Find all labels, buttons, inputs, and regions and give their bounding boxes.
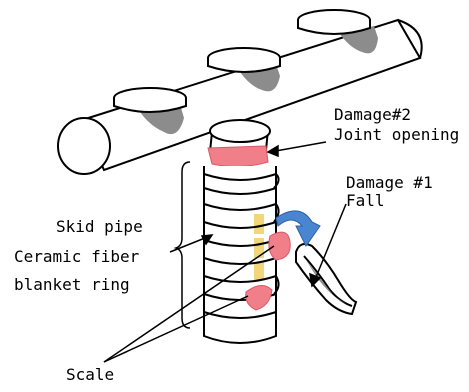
label-ceramic-line2: blanket ring: [14, 275, 130, 294]
label-skid-pipe: Skid pipe: [56, 217, 143, 236]
support-post: [204, 166, 276, 343]
label-scale: Scale: [66, 365, 114, 384]
label-damage1-title: Damage #1: [346, 173, 433, 192]
scale-patch-1: [269, 232, 290, 260]
damage2-area: [208, 146, 268, 167]
label-damage2-sub: Joint opening: [334, 125, 459, 144]
label-ceramic-line1: Ceramic fiber: [14, 247, 140, 266]
label-damage2-title: Damage#2: [334, 105, 411, 124]
blanket-layer: [254, 214, 264, 280]
label-damage1-sub: Fall: [346, 191, 385, 210]
